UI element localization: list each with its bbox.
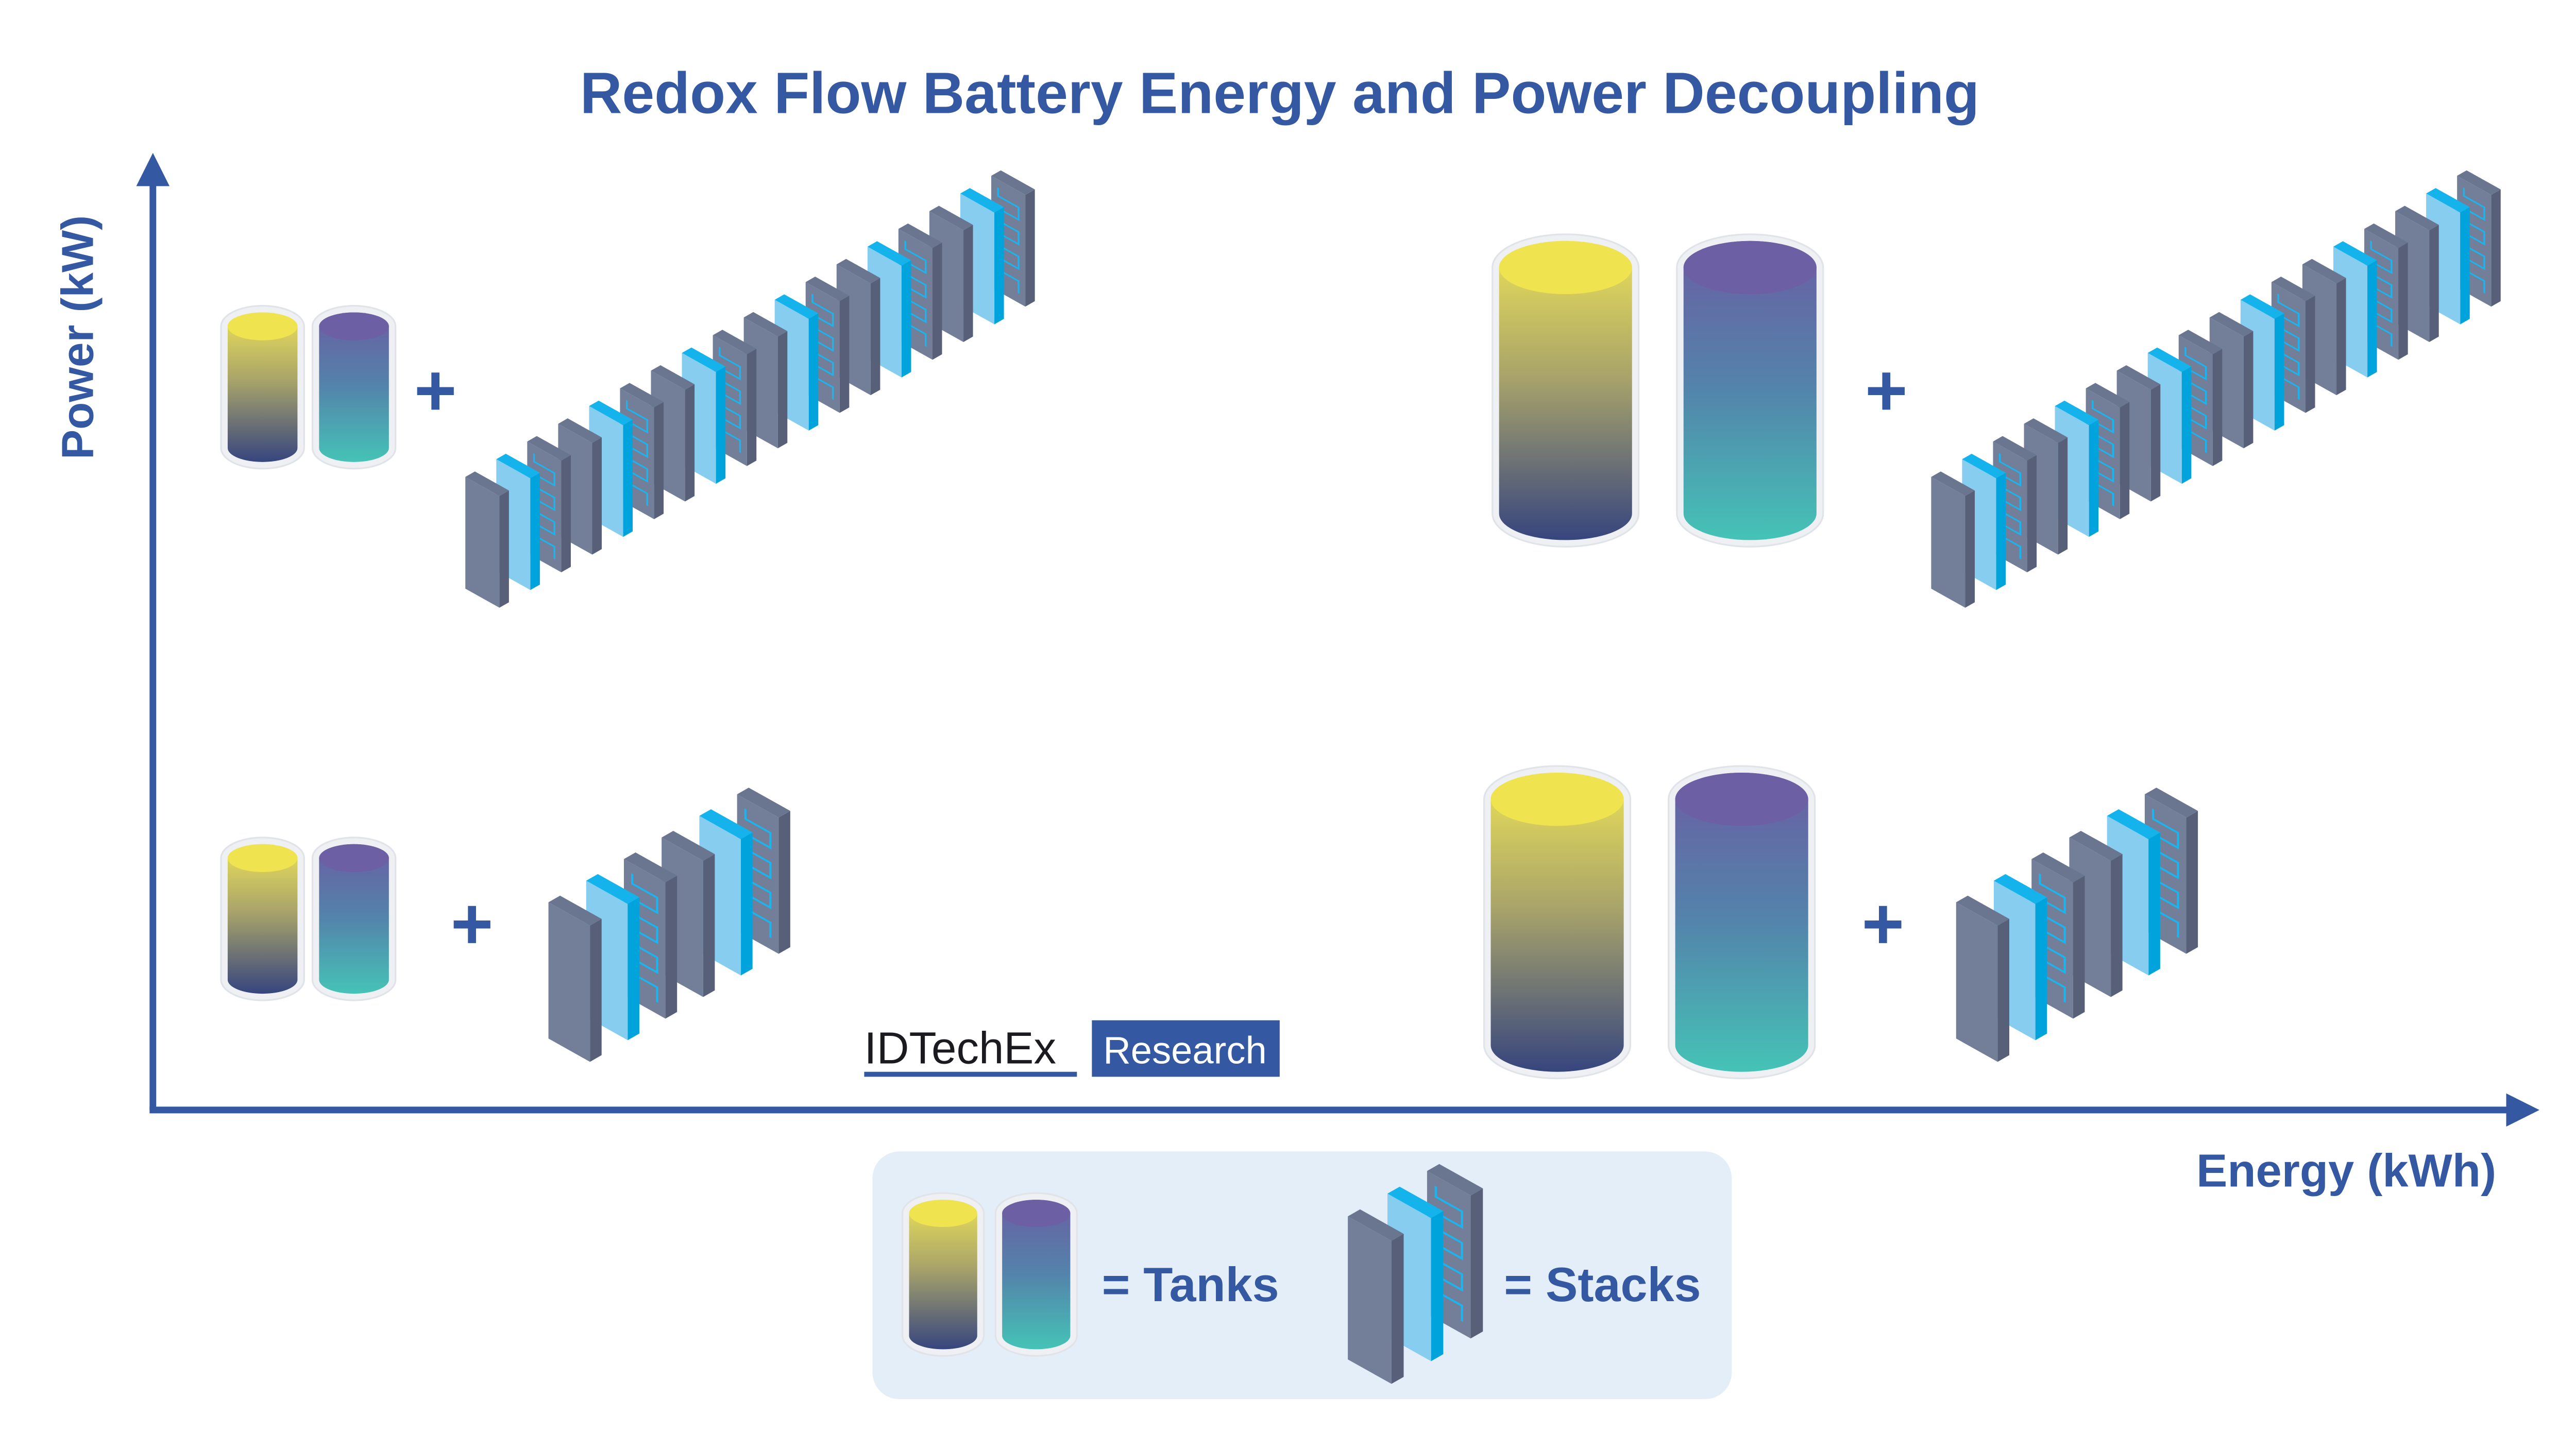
- stacks-layer: [465, 170, 2501, 1062]
- catholyte-tank-icon: [311, 304, 397, 470]
- y-axis-label: Power (kW): [53, 215, 103, 459]
- plus-icon: +: [1861, 883, 1904, 965]
- legend-tanks-label: = Tanks: [1102, 1257, 1279, 1311]
- stack-icon-low-power: [1956, 788, 2198, 1062]
- catholyte-tank-icon: [1668, 765, 1816, 1080]
- anolyte-tank-icon: [1483, 765, 1632, 1080]
- legend-stacks-label: = Stacks: [1504, 1257, 1701, 1311]
- anolyte-tank-icon: [220, 837, 305, 1001]
- catholyte-tank-icon: [1676, 233, 1824, 548]
- anolyte-tank-icon: [901, 1192, 985, 1357]
- x-axis-label: Energy (kWh): [2196, 1145, 2496, 1197]
- logo-name: IDTechEx: [864, 1024, 1056, 1073]
- legend-box: [872, 1151, 1732, 1400]
- stack-icon-high-power: [465, 170, 1035, 608]
- catholyte-tank-icon: [994, 1192, 1078, 1357]
- catholyte-tank-icon: [311, 837, 397, 1001]
- chart-title: Redox Flow Battery Energy and Power Deco…: [580, 60, 1979, 125]
- electrode-plate: [1348, 1209, 1404, 1384]
- electrode-plate: [1931, 471, 1975, 608]
- electrode-plate: [1956, 895, 2009, 1062]
- logo-tag: Research: [1103, 1029, 1267, 1072]
- tanks-layer: [220, 233, 1824, 1080]
- legend-stack-icon: [1348, 1164, 1483, 1384]
- idtechex-logo: IDTechEx Research: [864, 1020, 1280, 1077]
- stack-icon-high-power: [1931, 170, 2501, 608]
- plus-icon: +: [414, 350, 457, 432]
- anolyte-tank-icon: [220, 304, 305, 470]
- anolyte-tank-icon: [1492, 233, 1640, 548]
- legend: = Tanks = Stacks: [872, 1151, 1732, 1400]
- electrode-plate: [548, 895, 602, 1062]
- plus-icon: +: [1865, 350, 1908, 432]
- plus-icon: +: [451, 883, 494, 965]
- stack-icon-low-power: [548, 788, 790, 1062]
- electrode-plate: [465, 471, 509, 608]
